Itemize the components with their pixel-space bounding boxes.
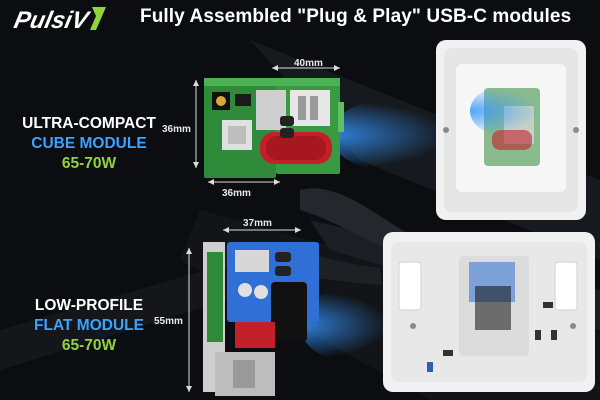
cube-line2: CUBE MODULE	[31, 135, 147, 152]
double-socket-image	[383, 232, 595, 392]
cube-usb-glow	[330, 100, 450, 170]
cube-dim-side: 36mm	[162, 124, 191, 135]
cube-dim-bottom: 36mm	[222, 188, 251, 199]
flat-line3: 65-70W	[61, 337, 117, 354]
flat-module-label: LOW-PROFILE FLAT MODULE 65-70W	[4, 296, 174, 356]
single-socket-glow	[470, 86, 540, 136]
cube-module-label: ULTRA-COMPACT CUBE MODULE 65-70W	[4, 114, 174, 174]
switch-icon	[398, 261, 422, 311]
flat-dim-top: 37mm	[243, 218, 272, 229]
usb-c-port-icon	[280, 116, 294, 126]
logo-text: PulsiV	[12, 7, 93, 34]
cube-dim-top: 40mm	[294, 58, 323, 69]
flat-line1: LOW-PROFILE	[34, 297, 144, 314]
cube-line3: 65-70W	[61, 155, 117, 172]
page-title: Fully Assembled "Plug & Play" USB-C modu…	[140, 6, 572, 27]
cube-module-image	[180, 50, 350, 200]
cube-line1: ULTRA-COMPACT	[22, 115, 156, 132]
screw-icon	[443, 127, 449, 133]
pulsiv-logo: PulsiV	[10, 4, 110, 34]
logo-icon: PulsiV	[12, 7, 106, 34]
flat-dim-side: 55mm	[154, 316, 183, 327]
flat-module-image	[175, 212, 345, 400]
flat-line2: FLAT MODULE	[34, 317, 144, 334]
